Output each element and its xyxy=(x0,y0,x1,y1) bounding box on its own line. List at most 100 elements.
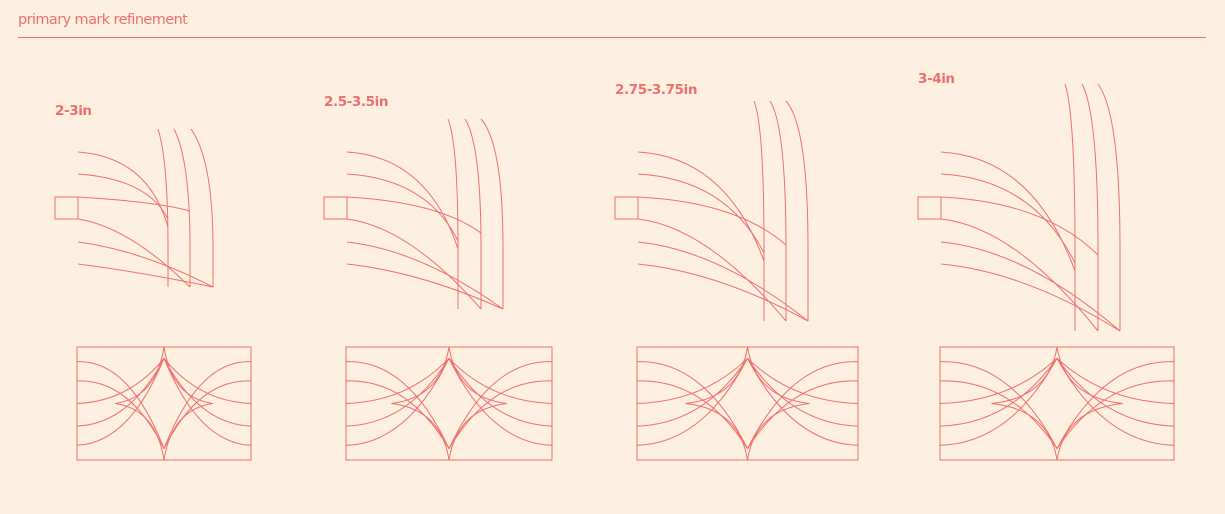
mark-tile-star xyxy=(391,346,507,461)
mark-tile-arc-left xyxy=(76,380,165,449)
mark-tile-arc-left xyxy=(636,358,748,427)
mark-tile-arc-left xyxy=(939,358,1058,446)
mark-tile-arc-right xyxy=(747,380,859,449)
mark-tile-arc-left xyxy=(76,358,165,427)
mark-sketch-arc xyxy=(637,196,787,246)
mark-sketch-arc xyxy=(77,173,169,220)
mark-sketch-stem xyxy=(1064,83,1076,331)
mark-tile-arc-right xyxy=(1056,361,1175,449)
mark-sketch-2 xyxy=(323,118,504,310)
mark-sketch-stem xyxy=(1081,83,1099,331)
mark-sketch-arc xyxy=(346,151,459,250)
mark-sketch-arc xyxy=(346,173,459,242)
mark-tile-2 xyxy=(345,346,553,461)
mark-tile-arc-right xyxy=(747,357,859,404)
title-divider xyxy=(18,37,1206,38)
mark-sketch-3 xyxy=(614,100,809,322)
mark-tile-arc-right xyxy=(747,358,859,427)
mark-tile-arc-left xyxy=(76,361,165,449)
mark-sketch-stem xyxy=(480,118,504,309)
mark-sketch-stem xyxy=(447,118,459,309)
mark-tile-arc-right xyxy=(448,361,553,449)
mark-sketch-arc xyxy=(637,151,765,262)
mark-tile-arc-right xyxy=(448,358,553,427)
mark-sketch-arc xyxy=(77,241,214,288)
mark-sketch-stem xyxy=(753,100,765,321)
mark-tile-arc-left xyxy=(636,358,748,446)
mark-sketch-stem xyxy=(785,100,809,321)
mark-sketch-arc xyxy=(77,218,191,288)
mark-tile-arc-left xyxy=(636,380,748,449)
mark-tile-arc-right xyxy=(747,361,859,449)
mark-tile-arc-right xyxy=(747,358,859,446)
mark-tile-arc-right xyxy=(163,361,252,449)
mark-tile-arc-left xyxy=(939,380,1058,449)
mark-tile-arc-right xyxy=(1056,380,1175,449)
mark-sketch-arc xyxy=(77,196,191,212)
mark-sketch-tab xyxy=(54,196,79,220)
mark-sketch-1 xyxy=(54,128,214,288)
mark-tile-arc-right xyxy=(1056,357,1175,404)
mark-tile-arc-right xyxy=(448,357,553,404)
mark-sketch-stem xyxy=(157,128,169,287)
mark-sketch-stem xyxy=(1097,83,1121,331)
mark-tile-arc-left xyxy=(939,357,1058,404)
mark-tile-arc-right xyxy=(448,380,553,449)
mark-tile-arc-left xyxy=(76,358,165,446)
mark-sketch-arc xyxy=(940,241,1121,332)
variant-2-size-label: 2.5-3.5in xyxy=(324,94,389,110)
mark-tile-arc-right xyxy=(448,358,553,446)
mark-sketch-arc xyxy=(346,241,504,310)
mark-sketch-arc xyxy=(77,151,169,228)
mark-sketch-arc xyxy=(940,151,1076,272)
mark-tile-arc-right xyxy=(163,358,252,446)
mark-sketch-arc xyxy=(940,196,1099,256)
mark-tile-arc-left xyxy=(345,380,450,449)
mark-sketch-tab xyxy=(917,196,942,220)
mark-tile-arc-right xyxy=(1056,358,1175,427)
mark-tile-frame xyxy=(76,346,252,461)
mark-tile-arc-left xyxy=(636,357,748,404)
mark-tile-arc-left xyxy=(636,361,748,449)
mark-sketch-stem xyxy=(190,128,214,287)
mark-tile-4 xyxy=(939,346,1175,461)
mark-tile-arc-left xyxy=(345,358,450,446)
mark-tile-arc-right xyxy=(163,358,252,427)
mark-sketch-arc xyxy=(346,196,482,234)
variant-4-size-label: 3-4in xyxy=(918,71,955,87)
mark-tile-arc-left xyxy=(939,361,1058,449)
mark-sketch-arc xyxy=(940,173,1076,264)
mark-tile-arc-left xyxy=(345,357,450,404)
mark-sketch-tab xyxy=(323,196,348,220)
mark-tile-arc-left xyxy=(345,358,450,427)
mark-sketch-stem xyxy=(769,100,787,321)
mark-tile-arc-right xyxy=(163,380,252,449)
mark-sketch-stem xyxy=(464,118,482,309)
variant-3-size-label: 2.75-3.75in xyxy=(615,82,698,98)
mark-sketch-arc xyxy=(346,218,482,310)
mark-sketch-arc xyxy=(637,173,765,254)
mark-sketch-arc xyxy=(77,263,214,288)
variant-1-size-label: 2-3in xyxy=(55,103,92,119)
page-title: primary mark refinement xyxy=(18,12,188,28)
mark-tile-arc-left xyxy=(76,357,165,404)
mark-sketch-arc xyxy=(637,218,787,322)
mark-tile-3 xyxy=(636,346,859,461)
mark-tile-arc-left xyxy=(939,358,1058,427)
mark-tile-frame xyxy=(345,346,553,461)
mark-sketch-arc xyxy=(346,263,504,310)
mark-tile-arc-left xyxy=(345,361,450,449)
mark-sketch-tab xyxy=(614,196,639,220)
mark-tile-frame xyxy=(636,346,859,461)
mark-tile-star xyxy=(685,346,810,461)
mark-tile-arc-right xyxy=(1056,358,1175,446)
mark-sketch-arc xyxy=(940,263,1121,332)
mark-tile-1 xyxy=(76,346,252,461)
mark-tile-frame xyxy=(939,346,1175,461)
mark-tile-arc-right xyxy=(163,357,252,404)
mark-sketch-4 xyxy=(917,83,1121,332)
mark-sketch-stem xyxy=(173,128,191,287)
mark-sketch-arc xyxy=(637,241,809,322)
mark-sketch-arc xyxy=(637,263,809,322)
